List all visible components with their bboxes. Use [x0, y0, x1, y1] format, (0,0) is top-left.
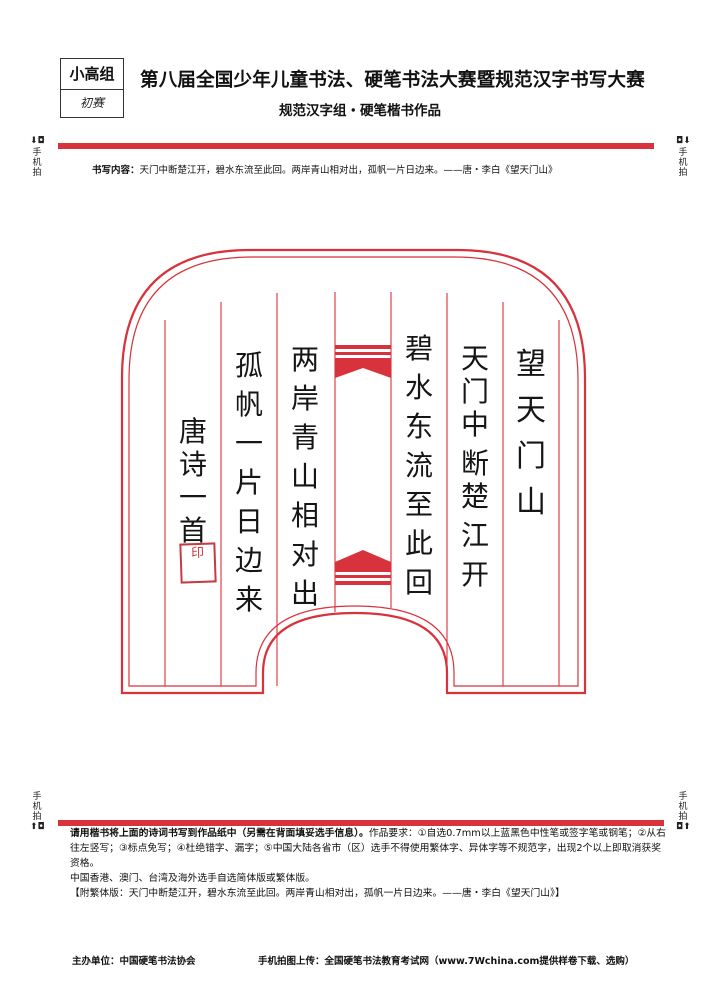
poem-column-2: 碧 水 东 流 至 此 回	[399, 332, 439, 599]
instructions-block: 请用楷书将上面的诗词书写到作品纸中（另需在背面填妥选手信息）。作品要求：①自选0…	[70, 826, 670, 901]
poem-char: 东	[404, 410, 433, 443]
poem-char: 帆	[234, 388, 263, 421]
page-subtitle: 规范汉字组・硬笔楷书作品	[279, 103, 441, 119]
round-label: 初赛	[79, 96, 104, 110]
poem-char: 门	[460, 375, 489, 408]
poem-char: 诗	[178, 448, 207, 481]
lower-divider-left	[58, 820, 358, 826]
photo-mark-label: 手机拍	[32, 148, 42, 178]
poem-char: 出	[290, 577, 319, 610]
poem-char: 天	[460, 342, 489, 375]
poem-char: 望	[516, 347, 546, 382]
center-ribbon-top	[335, 345, 391, 378]
poem-char: 首	[178, 514, 207, 547]
instructions-lead: 请用楷书将上面的诗词书写到作品纸中（另需在背面填妥选手信息）。	[70, 828, 369, 839]
writing-content-text: 天门中断楚江开，碧水东流至此回。两岸青山相对出，孤帆一片日边来。——唐・李白《望…	[139, 165, 558, 176]
lower-left-photo-mark: 手机拍 ⬆◘	[30, 792, 45, 834]
poem-char: 岸	[290, 382, 319, 415]
upper-right-photo-mark: ◘⬇ 手机拍	[676, 136, 691, 178]
poem-char: 相	[290, 499, 319, 532]
upper-left-photo-mark: ⬇◘ 手机拍	[30, 136, 45, 178]
group-badge: 小高组 初赛	[60, 58, 124, 118]
poem-char: 碧	[404, 332, 433, 365]
frame-outer-border	[120, 248, 587, 695]
poem-char: 山	[516, 485, 546, 520]
poem-column-1: 天 门 中 断 楚 江 开	[455, 342, 495, 591]
poem-char: 青	[290, 421, 319, 454]
poem-char: 天	[516, 393, 546, 428]
photo-mark-label: 手机拍	[32, 792, 42, 822]
instructions-traditional: 【附繁体版：天门中断楚江开，碧水东流至此回。两岸青山相对出，孤帆一片日边来。——…	[70, 888, 565, 899]
red-seal-stamp: 印	[179, 542, 217, 584]
poem-column-4: 孤 帆 一 片 日 边 来	[229, 349, 269, 616]
instructions-requirements: 作品要求：①自选0.7mm以上蓝黑色中性笔或签字笔或钢笔；②从右往左竖写；③标点…	[70, 828, 666, 869]
poem-char: 边	[234, 544, 263, 577]
poem-char: 此	[404, 527, 433, 560]
poem-column-3: 两 岸 青 山 相 对 出	[285, 343, 325, 610]
poem-char: 两	[290, 343, 319, 376]
poem-char: 片	[234, 466, 263, 499]
camera-icon: ◘⬆	[676, 822, 691, 832]
photo-mark-label: 手机拍	[678, 148, 688, 178]
lower-right-photo-mark: 手机拍 ◘⬆	[676, 792, 691, 834]
poem-char: 一	[178, 481, 207, 514]
writing-content-label: 书写内容：	[92, 165, 140, 176]
poem-char: 江	[460, 519, 489, 552]
camera-icon: ⬇◘	[30, 136, 45, 146]
poem-char: 日	[234, 505, 263, 538]
poem-char: 中	[460, 408, 489, 441]
poem-char: 门	[516, 439, 546, 474]
poem-column-title: 望 天 门 山	[511, 348, 551, 520]
poem-char: 孤	[234, 349, 263, 382]
poem-char: 一	[234, 427, 263, 460]
center-ribbon-bottom	[335, 550, 391, 585]
poem-column-signature: 唐 诗 一 首	[173, 415, 213, 547]
poem-char: 回	[404, 566, 433, 599]
footer-upload: 手机拍图上传：全国硬笔书法教育考试网（www.7Wchina.com提供样卷下载…	[258, 956, 635, 967]
lower-divider-right	[358, 820, 664, 826]
poem-char: 断	[460, 447, 489, 480]
poem-char: 对	[290, 538, 319, 571]
camera-icon: ◘⬇	[676, 136, 691, 146]
poem-char: 山	[290, 460, 319, 493]
upper-divider-right	[368, 143, 654, 149]
poem-char: 来	[234, 583, 263, 616]
frame-inner-border	[128, 256, 579, 687]
poem-char: 至	[404, 488, 433, 521]
page-title: 第八届全国少年儿童书法、硬笔书法大赛暨规范汉字书写大赛	[140, 70, 645, 91]
writing-content: 书写内容：天门中断楚江开，碧水东流至此回。两岸青山相对出，孤帆一片日边来。——唐…	[92, 162, 558, 176]
camera-icon: ⬆◘	[30, 822, 45, 832]
poem-char: 流	[404, 449, 433, 482]
footer-organizer: 主办单位：中国硬笔书法协会	[72, 956, 196, 967]
upper-divider-left	[58, 143, 368, 149]
poem-char: 唐	[178, 415, 207, 448]
poem-char: 水	[404, 371, 433, 404]
photo-mark-label: 手机拍	[678, 792, 688, 822]
instructions-overseas: 中国香港、澳门、台湾及海外选手自选简体版或繁体版。	[70, 873, 315, 884]
column-lines	[164, 292, 560, 686]
poem-char: 开	[460, 558, 489, 591]
poem-char: 楚	[460, 480, 489, 513]
group-label: 小高组	[61, 59, 123, 90]
